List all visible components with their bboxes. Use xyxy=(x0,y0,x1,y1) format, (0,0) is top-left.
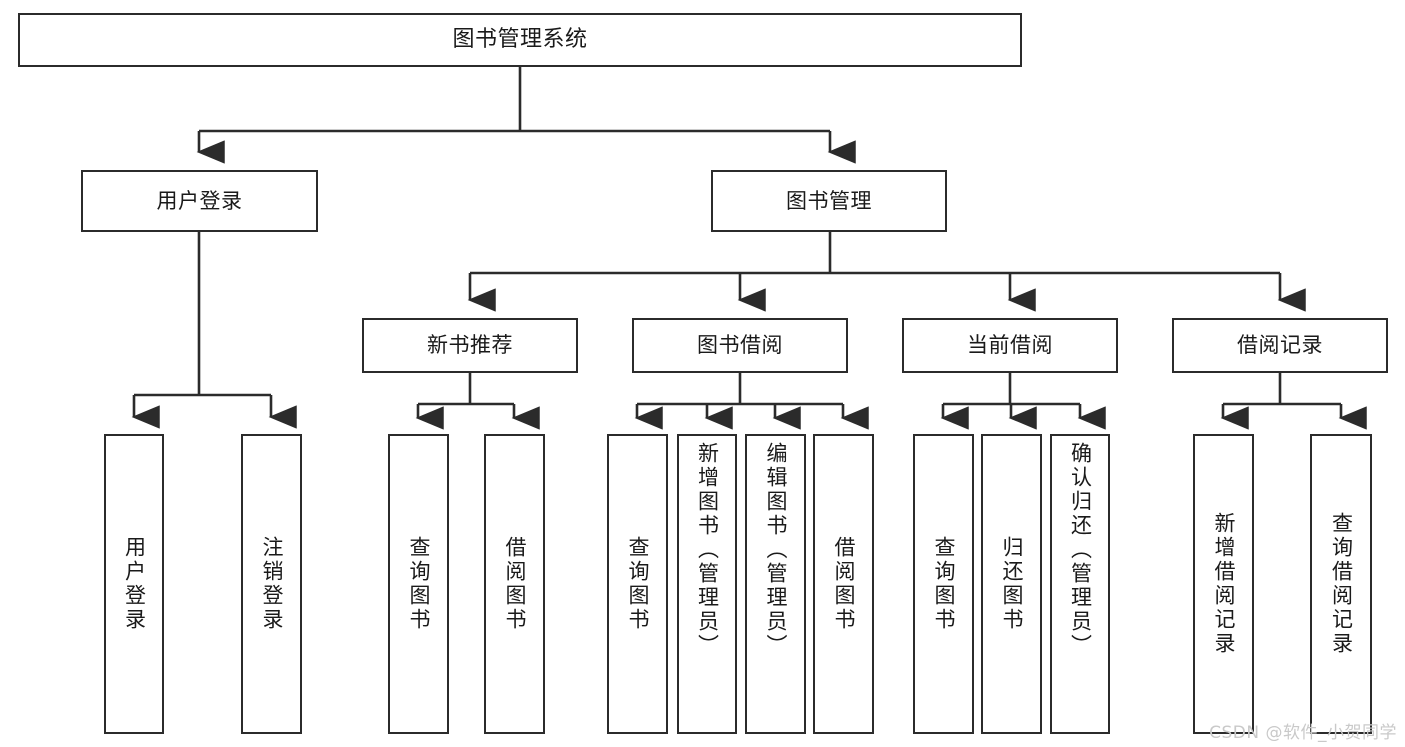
node-borrow-records[interactable]: 借阅记录 xyxy=(1172,318,1388,373)
leaf-edit-book-admin[interactable]: 编辑图书（管理员） xyxy=(745,434,806,734)
leaf-query-book-borrow[interactable]: 查询图书 xyxy=(607,434,668,734)
node-label: 图书借阅 xyxy=(697,333,783,358)
node-root-system[interactable]: 图书管理系统 xyxy=(18,13,1022,67)
node-label: 新增图书（管理员） xyxy=(695,442,720,658)
leaf-query-book-current[interactable]: 查询图书 xyxy=(913,434,974,734)
node-label: 新增借阅记录 xyxy=(1212,512,1236,656)
node-label: 借阅图书 xyxy=(503,536,527,632)
node-label: 新书推荐 xyxy=(427,333,513,358)
leaf-return-book[interactable]: 归还图书 xyxy=(981,434,1042,734)
leaf-add-book-admin[interactable]: 新增图书（管理员） xyxy=(677,434,737,734)
node-current-borrow[interactable]: 当前借阅 xyxy=(902,318,1118,373)
node-label: 查询图书 xyxy=(932,536,956,632)
leaf-confirm-return-admin[interactable]: 确认归还（管理员） xyxy=(1050,434,1110,734)
node-user-login[interactable]: 用户登录 xyxy=(81,170,318,232)
node-label: 查询图书 xyxy=(407,536,431,632)
leaf-add-borrow-record[interactable]: 新增借阅记录 xyxy=(1193,434,1254,734)
leaf-borrow-book-recommend[interactable]: 借阅图书 xyxy=(484,434,545,734)
node-label: 编辑图书（管理员） xyxy=(764,442,788,658)
node-label: 用户登录 xyxy=(122,536,147,632)
node-label: 查询借阅记录 xyxy=(1329,512,1354,656)
node-label: 当前借阅 xyxy=(967,333,1053,358)
leaf-logout[interactable]: 注销登录 xyxy=(241,434,302,734)
leaf-query-borrow-record[interactable]: 查询借阅记录 xyxy=(1310,434,1372,734)
csdn-watermark: CSDN @软件_小贺同学 xyxy=(1209,723,1397,743)
leaf-query-book-recommend[interactable]: 查询图书 xyxy=(388,434,449,734)
node-book-borrow[interactable]: 图书借阅 xyxy=(632,318,848,373)
leaf-user-login[interactable]: 用户登录 xyxy=(104,434,164,734)
node-label: 借阅图书 xyxy=(832,536,856,632)
node-label: 查询图书 xyxy=(626,536,650,632)
node-new-book-recommend[interactable]: 新书推荐 xyxy=(362,318,578,373)
node-label: 图书管理 xyxy=(786,188,872,213)
node-label: 归还图书 xyxy=(1000,536,1024,632)
node-label: 图书管理系统 xyxy=(452,27,588,53)
node-label: 确认归还（管理员） xyxy=(1068,442,1093,658)
node-label: 借阅记录 xyxy=(1237,333,1323,358)
node-label: 用户登录 xyxy=(156,188,243,213)
leaf-borrow-book[interactable]: 借阅图书 xyxy=(813,434,874,734)
node-label: 注销登录 xyxy=(260,536,284,632)
node-book-management[interactable]: 图书管理 xyxy=(711,170,947,232)
